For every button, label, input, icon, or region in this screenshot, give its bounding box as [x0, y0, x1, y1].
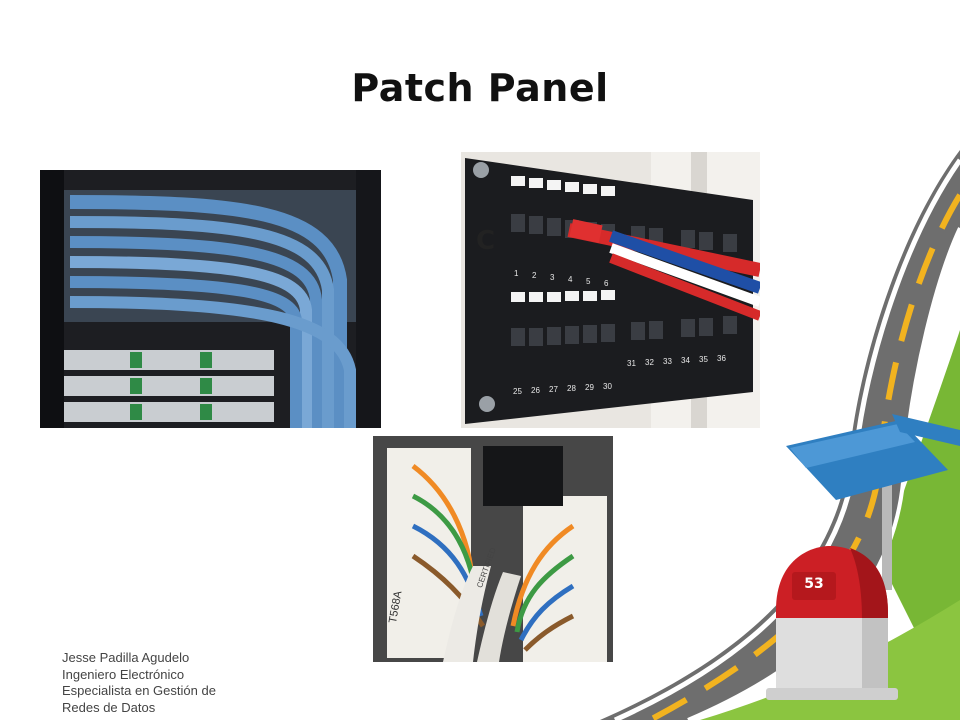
port-number-label: 31 — [627, 359, 636, 368]
port-row-bottom — [511, 290, 615, 302]
ports-bottom — [511, 316, 737, 346]
port-row-top — [511, 176, 615, 196]
footer-line: Especialista en Gestión de — [62, 683, 216, 698]
road-sign-highlight — [790, 424, 915, 468]
port-number-label: 1 — [514, 269, 519, 278]
port-number-label: 35 — [699, 355, 708, 364]
port-number-label: 33 — [663, 357, 672, 366]
port-number-label: 28 — [567, 384, 576, 393]
page-title: Patch Panel — [351, 66, 609, 110]
port-number-label: 34 — [681, 356, 690, 365]
patch-panel-rows — [64, 350, 274, 422]
port-number-label: 5 — [586, 277, 591, 286]
milestone-body-shade — [862, 618, 888, 688]
port-number-label: 3 — [550, 273, 555, 282]
photo-rack-cables — [40, 170, 381, 428]
port-number-label: 30 — [603, 382, 612, 391]
milestone-base — [766, 688, 898, 700]
port-number-label: 32 — [645, 358, 654, 367]
sign-pole — [882, 430, 892, 590]
port-number-label: 29 — [585, 383, 594, 392]
road-center-stripe — [648, 193, 960, 720]
port-number-label: 27 — [549, 385, 558, 394]
footer-line: Ingeniero Electrónico — [62, 666, 185, 682]
footer-line: Jesse Padilla Agudelo — [62, 650, 190, 665]
milestone-plate — [792, 572, 836, 600]
port-number-label: 36 — [717, 354, 726, 363]
footer-author: Jesse Padilla Agudelo Ingeniero Electrón… — [62, 650, 262, 716]
panel-letter: C — [476, 226, 496, 256]
milestone-top-shade — [850, 548, 888, 620]
port-number-label: 26 — [531, 386, 540, 395]
patch-cables — [567, 219, 760, 321]
blue-cable-bundle — [69, 195, 356, 428]
port-number-label: 4 — [568, 275, 573, 284]
footer-line: Redes de Datos — [62, 699, 156, 715]
page-number: 53 — [804, 576, 824, 592]
port-number-label: 2 — [532, 271, 537, 280]
photo-punchdown-jack: T568A CERTIFIED — [373, 436, 613, 662]
port-number-label: 25 — [513, 387, 522, 396]
road-sign-small — [892, 414, 960, 446]
port-number-label: 6 — [604, 279, 609, 288]
